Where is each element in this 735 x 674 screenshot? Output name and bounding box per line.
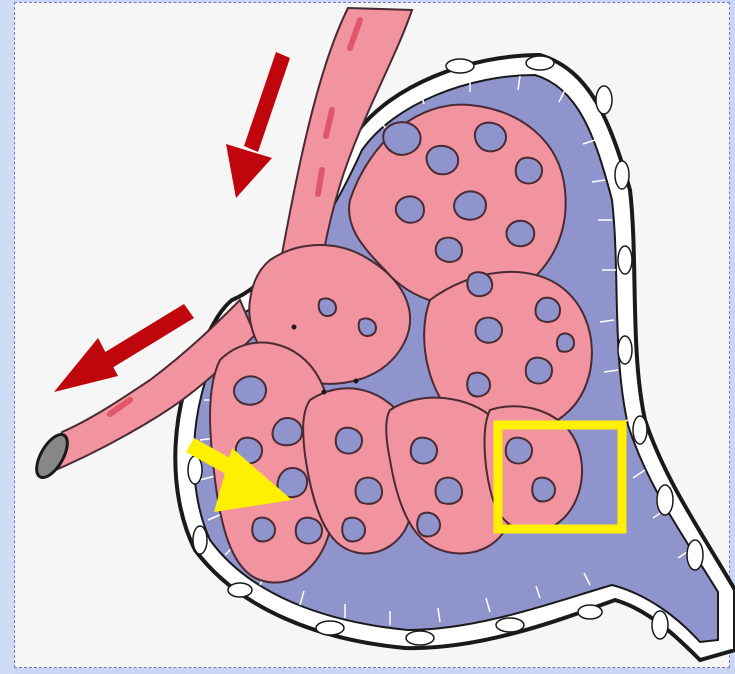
red-arrow-down xyxy=(226,52,290,198)
